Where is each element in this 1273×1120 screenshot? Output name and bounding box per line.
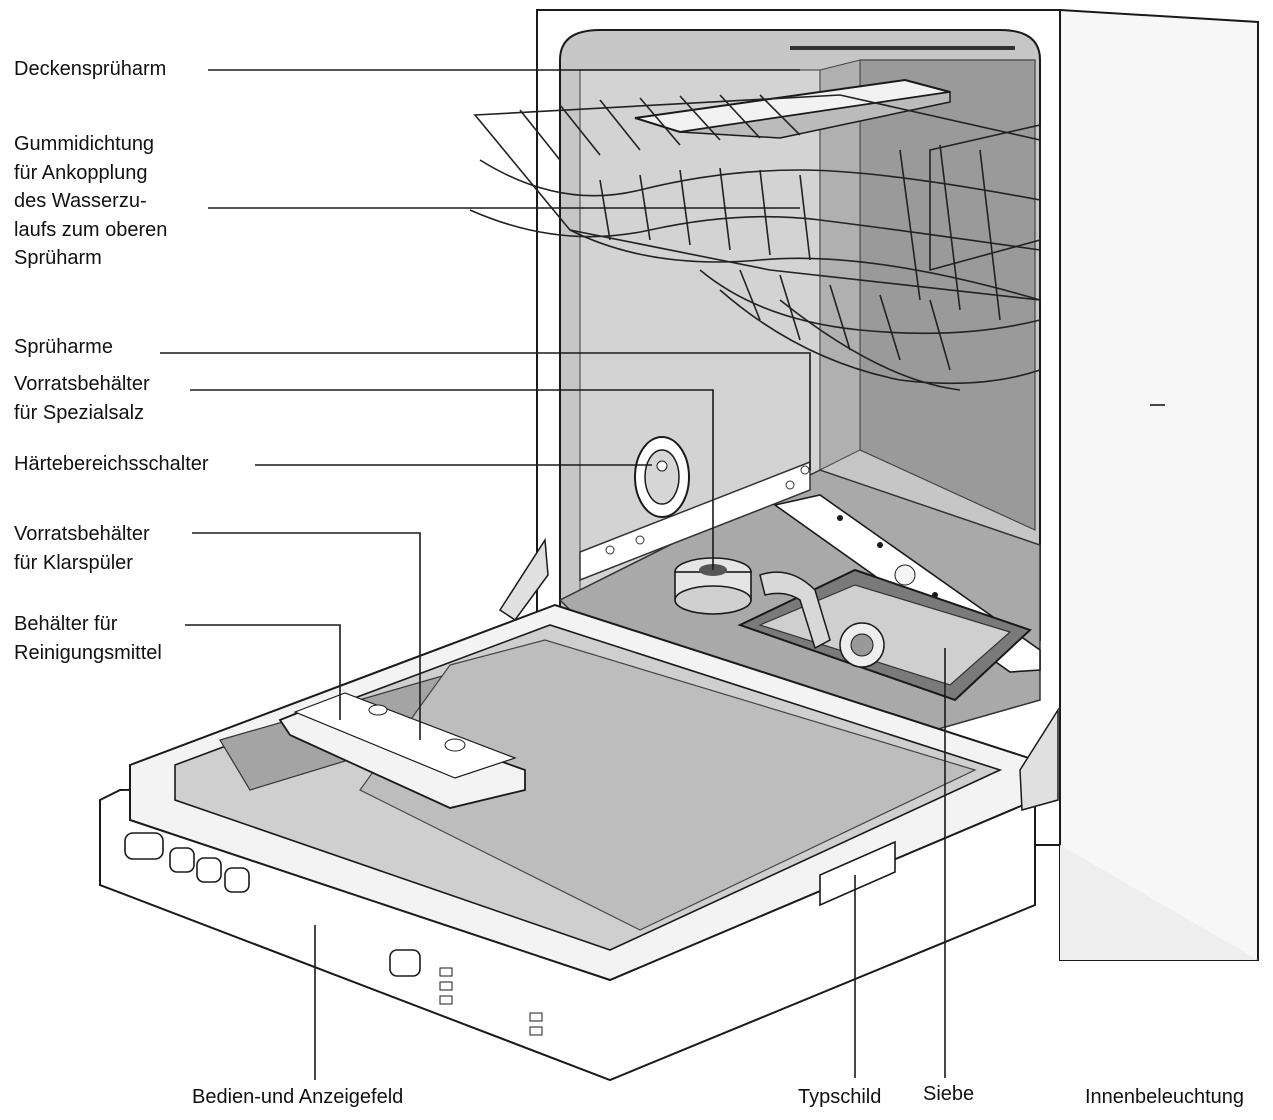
label-spruharme: Sprüharme [14,333,113,362]
label-line: Härtebereichsschalter [14,453,209,475]
leader-spruharme [160,352,811,470]
label-deckenspruharm: Deckensprüharm [14,55,166,84]
label-line: laufs zum oberen [14,218,168,241]
hardness-switch [634,436,690,518]
label-line: Sprüharm [14,247,102,269]
label-line: Vorratsbehälter [14,373,150,395]
leader-lines [160,69,1165,1080]
label-salz: Vorratsbehälter für Spezialsalz [14,370,150,427]
label-line: für Klarspüler [14,551,133,574]
label-bedienfeld: Bedien-und Anzeigefeld [192,1083,403,1112]
label-line: Gummidichtung [14,133,155,155]
door [99,537,1059,1082]
label-line: Siebe [923,1083,975,1105]
label-innenbeleuchtung: Innenbeleuchtung [1085,1083,1244,1112]
label-line: des Wasserzu- [14,190,147,212]
label-line: Behälter für [14,613,118,635]
label-line: Typschild [798,1086,882,1108]
salt-container [674,557,752,615]
label-line: Reinigungsmittel [14,641,162,664]
label-reinigungsmittel: Behälter für Reinigungsmittel [14,610,162,667]
label-line: für Spezialsalz [14,401,145,424]
label-typschild: Typschild [798,1083,881,1112]
label-line: Vorratsbehälter [14,523,150,545]
label-haerte: Härtebereichsschalter [14,450,209,479]
leader-klarspueler [192,532,421,740]
label-klarspueler: Vorratsbehälter für Klarspüler [14,520,150,577]
sieve [737,568,1032,702]
label-line: Bedien-und Anzeigefeld [192,1086,404,1108]
ceiling-spray-arm [634,46,1015,139]
label-line: Innenbeleuchtung [1085,1086,1245,1108]
label-line: für Ankopplung [14,161,148,184]
label-siebe: Siebe [923,1080,974,1109]
label-gummidichtung: Gummidichtung für Ankopplung des Wasserz… [14,130,167,273]
label-line: Sprüharme [14,336,113,358]
leader-reinigungsmittel [185,624,341,720]
leader-salz [190,389,714,570]
label-line: Deckensprüharm [14,58,167,80]
upper-basket [469,94,1041,391]
